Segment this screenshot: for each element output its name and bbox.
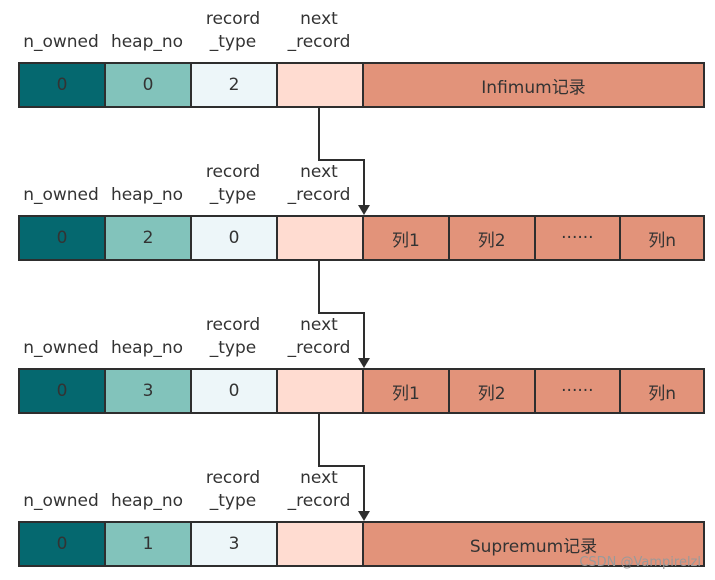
heap-no-cell: 3 bbox=[104, 368, 192, 414]
header-record-type-line2: _type bbox=[209, 338, 257, 358]
n-owned-cell: 0 bbox=[18, 521, 106, 567]
header-record-type-line1: record bbox=[205, 162, 261, 182]
next-record-cell bbox=[276, 62, 364, 108]
header-n-owned: n_owned bbox=[23, 491, 99, 511]
header-next-record-line2: _record bbox=[287, 491, 351, 511]
header-n-owned: n_owned bbox=[23, 338, 99, 358]
header-next-record-line2: _record bbox=[287, 185, 351, 205]
header-heap-no: heap_no bbox=[110, 185, 184, 205]
header-next-record-line1: next bbox=[300, 315, 338, 335]
column-cell: ······ bbox=[533, 215, 622, 261]
header-next-record-line1: next bbox=[300, 162, 338, 182]
record-type-cell: 0 bbox=[190, 368, 278, 414]
next-record-cell bbox=[276, 521, 364, 567]
n-owned-cell: 0 bbox=[18, 62, 106, 108]
column-cell: 列n bbox=[619, 215, 705, 261]
header-record-type-line1: record bbox=[205, 468, 261, 488]
heap-no-cell: 1 bbox=[104, 521, 192, 567]
header-next-record-line1: next bbox=[300, 468, 338, 488]
header-heap-no: heap_no bbox=[110, 491, 184, 511]
header-next-record-line2: _record bbox=[287, 338, 351, 358]
heap-no-cell: 2 bbox=[104, 215, 192, 261]
header-heap-no: heap_no bbox=[110, 338, 184, 358]
header-next-record-line2: _record bbox=[287, 32, 351, 52]
header-record-type-line1: record bbox=[205, 9, 261, 29]
column-cell: 列1 bbox=[362, 215, 450, 261]
n-owned-cell: 0 bbox=[18, 368, 106, 414]
record-type-cell: 0 bbox=[190, 215, 278, 261]
header-record-type-line2: _type bbox=[209, 32, 257, 52]
column-cell: 列2 bbox=[447, 368, 536, 414]
heap-no-cell: 0 bbox=[104, 62, 192, 108]
next-record-cell bbox=[276, 368, 364, 414]
header-n-owned: n_owned bbox=[23, 185, 99, 205]
n-owned-cell: 0 bbox=[18, 215, 106, 261]
watermark: CSDN @Vampirelzl bbox=[579, 555, 701, 570]
header-record-type-line2: _type bbox=[209, 491, 257, 511]
column-cell: 列1 bbox=[362, 368, 450, 414]
record-label-cell: Supremum记录 bbox=[362, 521, 705, 567]
record-label-cell: Infimum记录 bbox=[362, 62, 705, 108]
header-next-record-line1: next bbox=[300, 9, 338, 29]
column-cell: 列2 bbox=[447, 215, 536, 261]
next-record-cell bbox=[276, 215, 364, 261]
column-cell: ······ bbox=[533, 368, 622, 414]
column-cell: 列n bbox=[619, 368, 705, 414]
header-record-type-line1: record bbox=[205, 315, 261, 335]
header-heap-no: heap_no bbox=[110, 32, 184, 52]
header-n-owned: n_owned bbox=[23, 32, 99, 52]
record-type-cell: 3 bbox=[190, 521, 278, 567]
header-record-type-line2: _type bbox=[209, 185, 257, 205]
record-type-cell: 2 bbox=[190, 62, 278, 108]
